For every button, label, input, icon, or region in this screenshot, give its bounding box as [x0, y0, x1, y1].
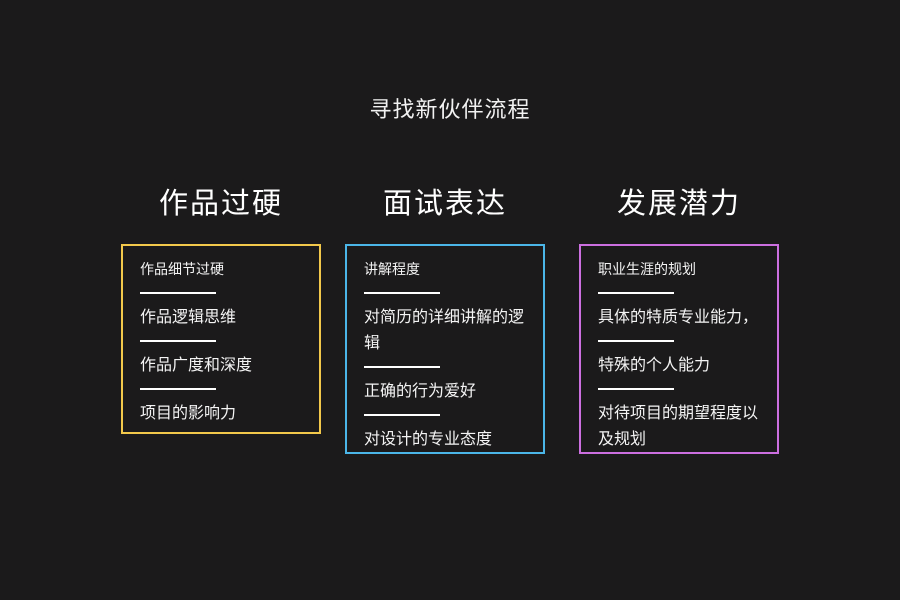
criteria-card: 作品细节过硬 作品逻辑思维 作品广度和深度 项目的影响力 [121, 244, 321, 434]
column-heading: 作品过硬 [158, 186, 283, 220]
criteria-item: 作品逻辑思维 [140, 307, 237, 326]
criteria-item: 特殊的个人能力 [598, 355, 711, 374]
criteria-item: 具体的特质专业能力， [598, 307, 759, 326]
criteria-item: 讲解程度 [364, 262, 420, 278]
divider [598, 388, 674, 390]
column-heading: 面试表达 [382, 186, 507, 220]
criteria-item: 对待项目的期望程度以及规划 [598, 403, 759, 448]
criteria-item: 对设计的专业态度 [364, 429, 493, 448]
criteria-card: 职业生涯的规划 具体的特质专业能力， 特殊的个人能力 对待项目的期望程度以及规划 [579, 244, 779, 454]
criteria-item: 项目的影响力 [140, 403, 237, 422]
criteria-item: 作品细节过硬 [140, 262, 224, 278]
page-title: 寻找新伙伴流程 [369, 98, 531, 123]
divider [598, 340, 674, 342]
divider [364, 366, 440, 368]
divider [140, 292, 216, 294]
criteria-item: 正确的行为爱好 [364, 381, 477, 400]
column-interview: 面试表达 讲解程度 对简历的详细讲解的逻辑 正确的行为爱好 对设计的专业态度 [345, 180, 545, 454]
criteria-card: 讲解程度 对简历的详细讲解的逻辑 正确的行为爱好 对设计的专业态度 [345, 244, 545, 454]
criteria-item: 职业生涯的规划 [598, 262, 696, 278]
column-heading: 发展潜力 [616, 186, 741, 220]
divider [140, 340, 216, 342]
divider [364, 292, 440, 294]
criteria-item: 作品广度和深度 [140, 355, 253, 374]
divider [140, 388, 216, 390]
column-potential: 发展潜力 职业生涯的规划 具体的特质专业能力， 特殊的个人能力 对待项目的期望程… [579, 180, 779, 454]
column-works: 作品过硬 作品细节过硬 作品逻辑思维 作品广度和深度 项目的影响力 [121, 180, 321, 434]
divider [598, 292, 674, 294]
divider [364, 414, 440, 416]
criteria-item: 对简历的详细讲解的逻辑 [364, 307, 525, 352]
